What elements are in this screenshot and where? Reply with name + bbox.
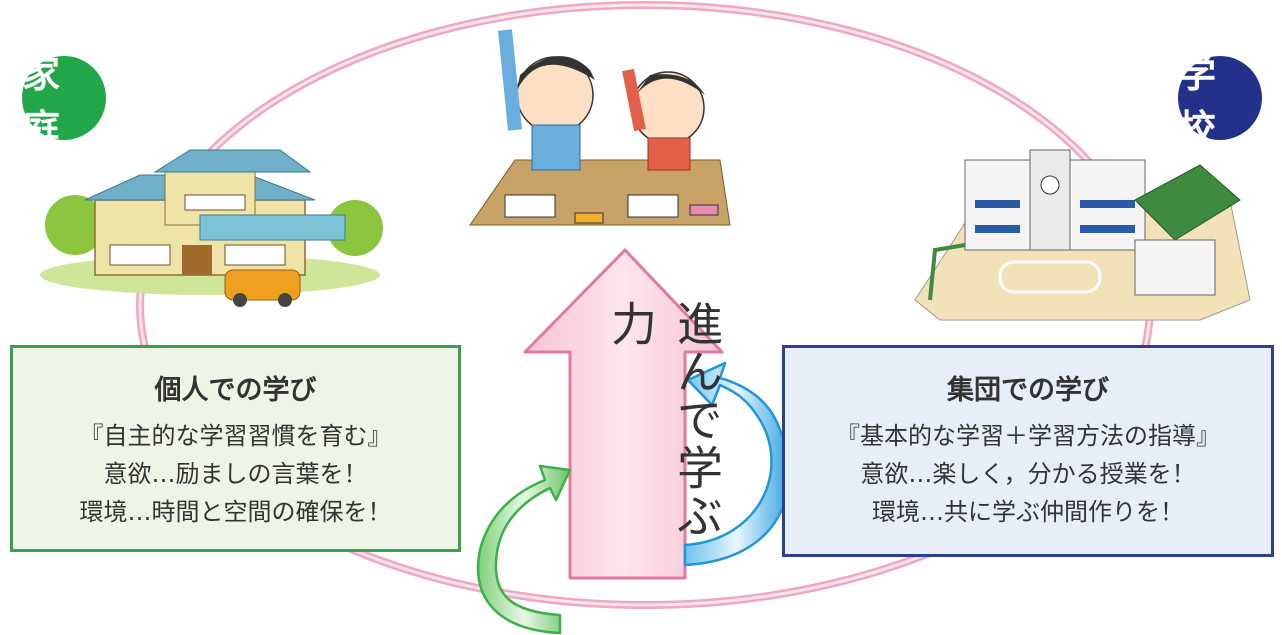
green-cycle-arrow [476,464,572,635]
school-line-3: 環境…共に学ぶ仲間作りを！ [872,498,1184,526]
home-box-title: 個人での学び [154,375,317,406]
school-line-2: 意欲…楽しく，分かる授業を！ [860,460,1196,488]
school-badge: 学 校 [1178,52,1262,151]
house-illustration [40,149,383,307]
progress-arrow-shape [523,248,724,580]
progress-arrow-label: 進んで学ぶ力 [604,300,724,540]
school-building-illustration [914,149,1251,321]
home-badge-label: 家 庭 [22,52,63,151]
home-learning-box: 個人での学び 『自主的な学習習慣を育む』 意欲…励ましの言葉を！ 環境…時間と空… [10,345,461,552]
blue-cycle-arrow [683,361,791,567]
school-badge-label: 学 校 [1178,52,1219,151]
school-learning-box: 集団での学び 『基本的な学習＋学習方法の指導』 意欲…楽しく，分かる授業を！ 環… [782,345,1274,557]
home-line-1: 『自主的な学習習慣を育む』 [79,422,392,450]
home-line-2: 意欲…励ましの言葉を！ [103,460,368,488]
students-raising-hands-illustration [469,29,731,226]
home-line-3: 環境…時間と空間の確保を！ [79,498,392,526]
school-box-title: 集団での学び [947,375,1109,406]
home-badge: 家 庭 [22,52,106,151]
school-line-1: 『基本的な学習＋学習方法の指導』 [836,422,1220,450]
